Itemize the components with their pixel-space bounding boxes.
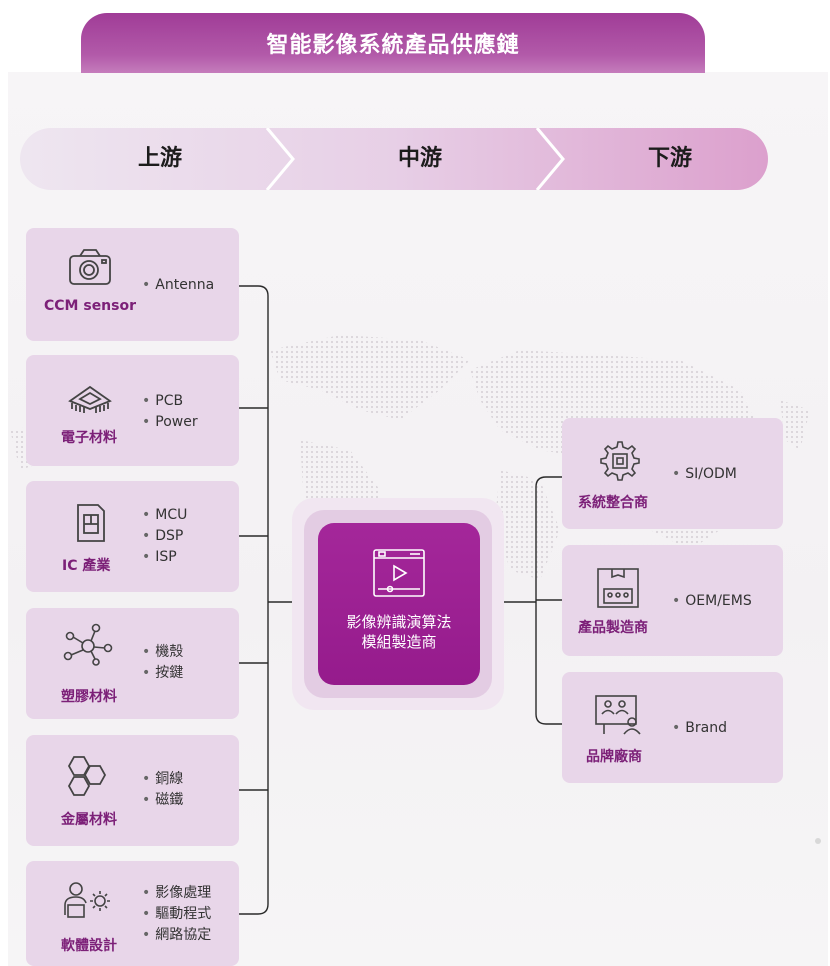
sim-card-icon <box>77 504 105 542</box>
card-name: 電子材料 <box>61 430 117 446</box>
card-name: 系統整合商 <box>578 495 648 511</box>
page-title: 智能影像系統產品供應鏈 <box>81 13 705 73</box>
list-item: 網路協定 <box>142 925 211 946</box>
list-item: 按鍵 <box>142 663 183 684</box>
list-item: PCB <box>142 391 198 412</box>
card-name: 軟體設計 <box>61 938 117 954</box>
card-name: 塑膠材料 <box>61 689 117 705</box>
upstream-card-ic-industry: IC 產業 MCU DSP ISP <box>26 481 239 592</box>
scroll-indicator[interactable] <box>815 838 821 844</box>
list-item: 機殼 <box>142 642 183 663</box>
molecule-icon <box>63 623 113 666</box>
upstream-card-plastic-materials: 塑膠材料 機殼 按鍵 <box>26 608 239 719</box>
card-name: 品牌廠商 <box>586 749 642 765</box>
list-item: 驅動程式 <box>142 904 211 925</box>
midstream-line-1: 影像辨識演算法 <box>346 613 452 631</box>
midstream-label: 影像辨識演算法 模組製造商 <box>318 612 480 652</box>
card-name: 產品製造商 <box>578 620 648 636</box>
stage-midstream: 中游 <box>397 146 442 171</box>
factory-box-icon <box>597 568 639 608</box>
list-item: 磁鐵 <box>142 790 183 811</box>
gear-chip-icon <box>600 441 640 481</box>
list-item: DSP <box>142 526 187 547</box>
stage-upstream: 上游 <box>137 146 182 171</box>
list-item: Antenna <box>142 275 214 296</box>
card-name: 金屬材料 <box>61 812 117 828</box>
camera-icon <box>69 249 111 285</box>
upstream-card-electronic-materials: 電子材料 PCB Power <box>26 355 239 466</box>
card-name: IC 產業 <box>62 558 111 574</box>
developer-icon <box>64 882 110 918</box>
chevron-right-icon <box>535 128 565 190</box>
video-player-icon <box>373 549 425 597</box>
list-item: 影像處理 <box>142 883 211 904</box>
list-item: Power <box>142 412 197 433</box>
list-item: Brand <box>672 718 727 739</box>
upstream-card-ccm-sensor: CCM sensor Antenna <box>26 228 239 341</box>
stage-downstream: 下游 <box>647 146 692 171</box>
midstream-line-2: 模組製造商 <box>361 633 437 651</box>
upstream-card-software-design: 軟體設計 影像處理 驅動程式 網路協定 <box>26 861 239 966</box>
card-name: CCM sensor <box>44 298 137 314</box>
chip-icon <box>68 385 112 413</box>
stage-bar: 上游 中游 下游 <box>20 128 768 190</box>
presentation-icon <box>595 695 641 735</box>
list-item: MCU <box>142 505 187 526</box>
list-item: ISP <box>142 547 187 568</box>
chevron-right-icon <box>265 128 295 190</box>
list-item: 銅線 <box>142 769 183 790</box>
downstream-card-system-integrator: 系統整合商 SI/ODM <box>562 418 783 529</box>
downstream-card-brand-vendor: 品牌廠商 Brand <box>562 672 783 783</box>
downstream-card-product-manufacturer: 產品製造商 OEM/EMS <box>562 545 783 656</box>
upstream-card-metal-materials: 金屬材料 銅線 磁鐵 <box>26 735 239 846</box>
list-item: OEM/EMS <box>672 591 751 612</box>
hexagon-icon <box>67 756 107 796</box>
list-item: SI/ODM <box>672 464 737 485</box>
